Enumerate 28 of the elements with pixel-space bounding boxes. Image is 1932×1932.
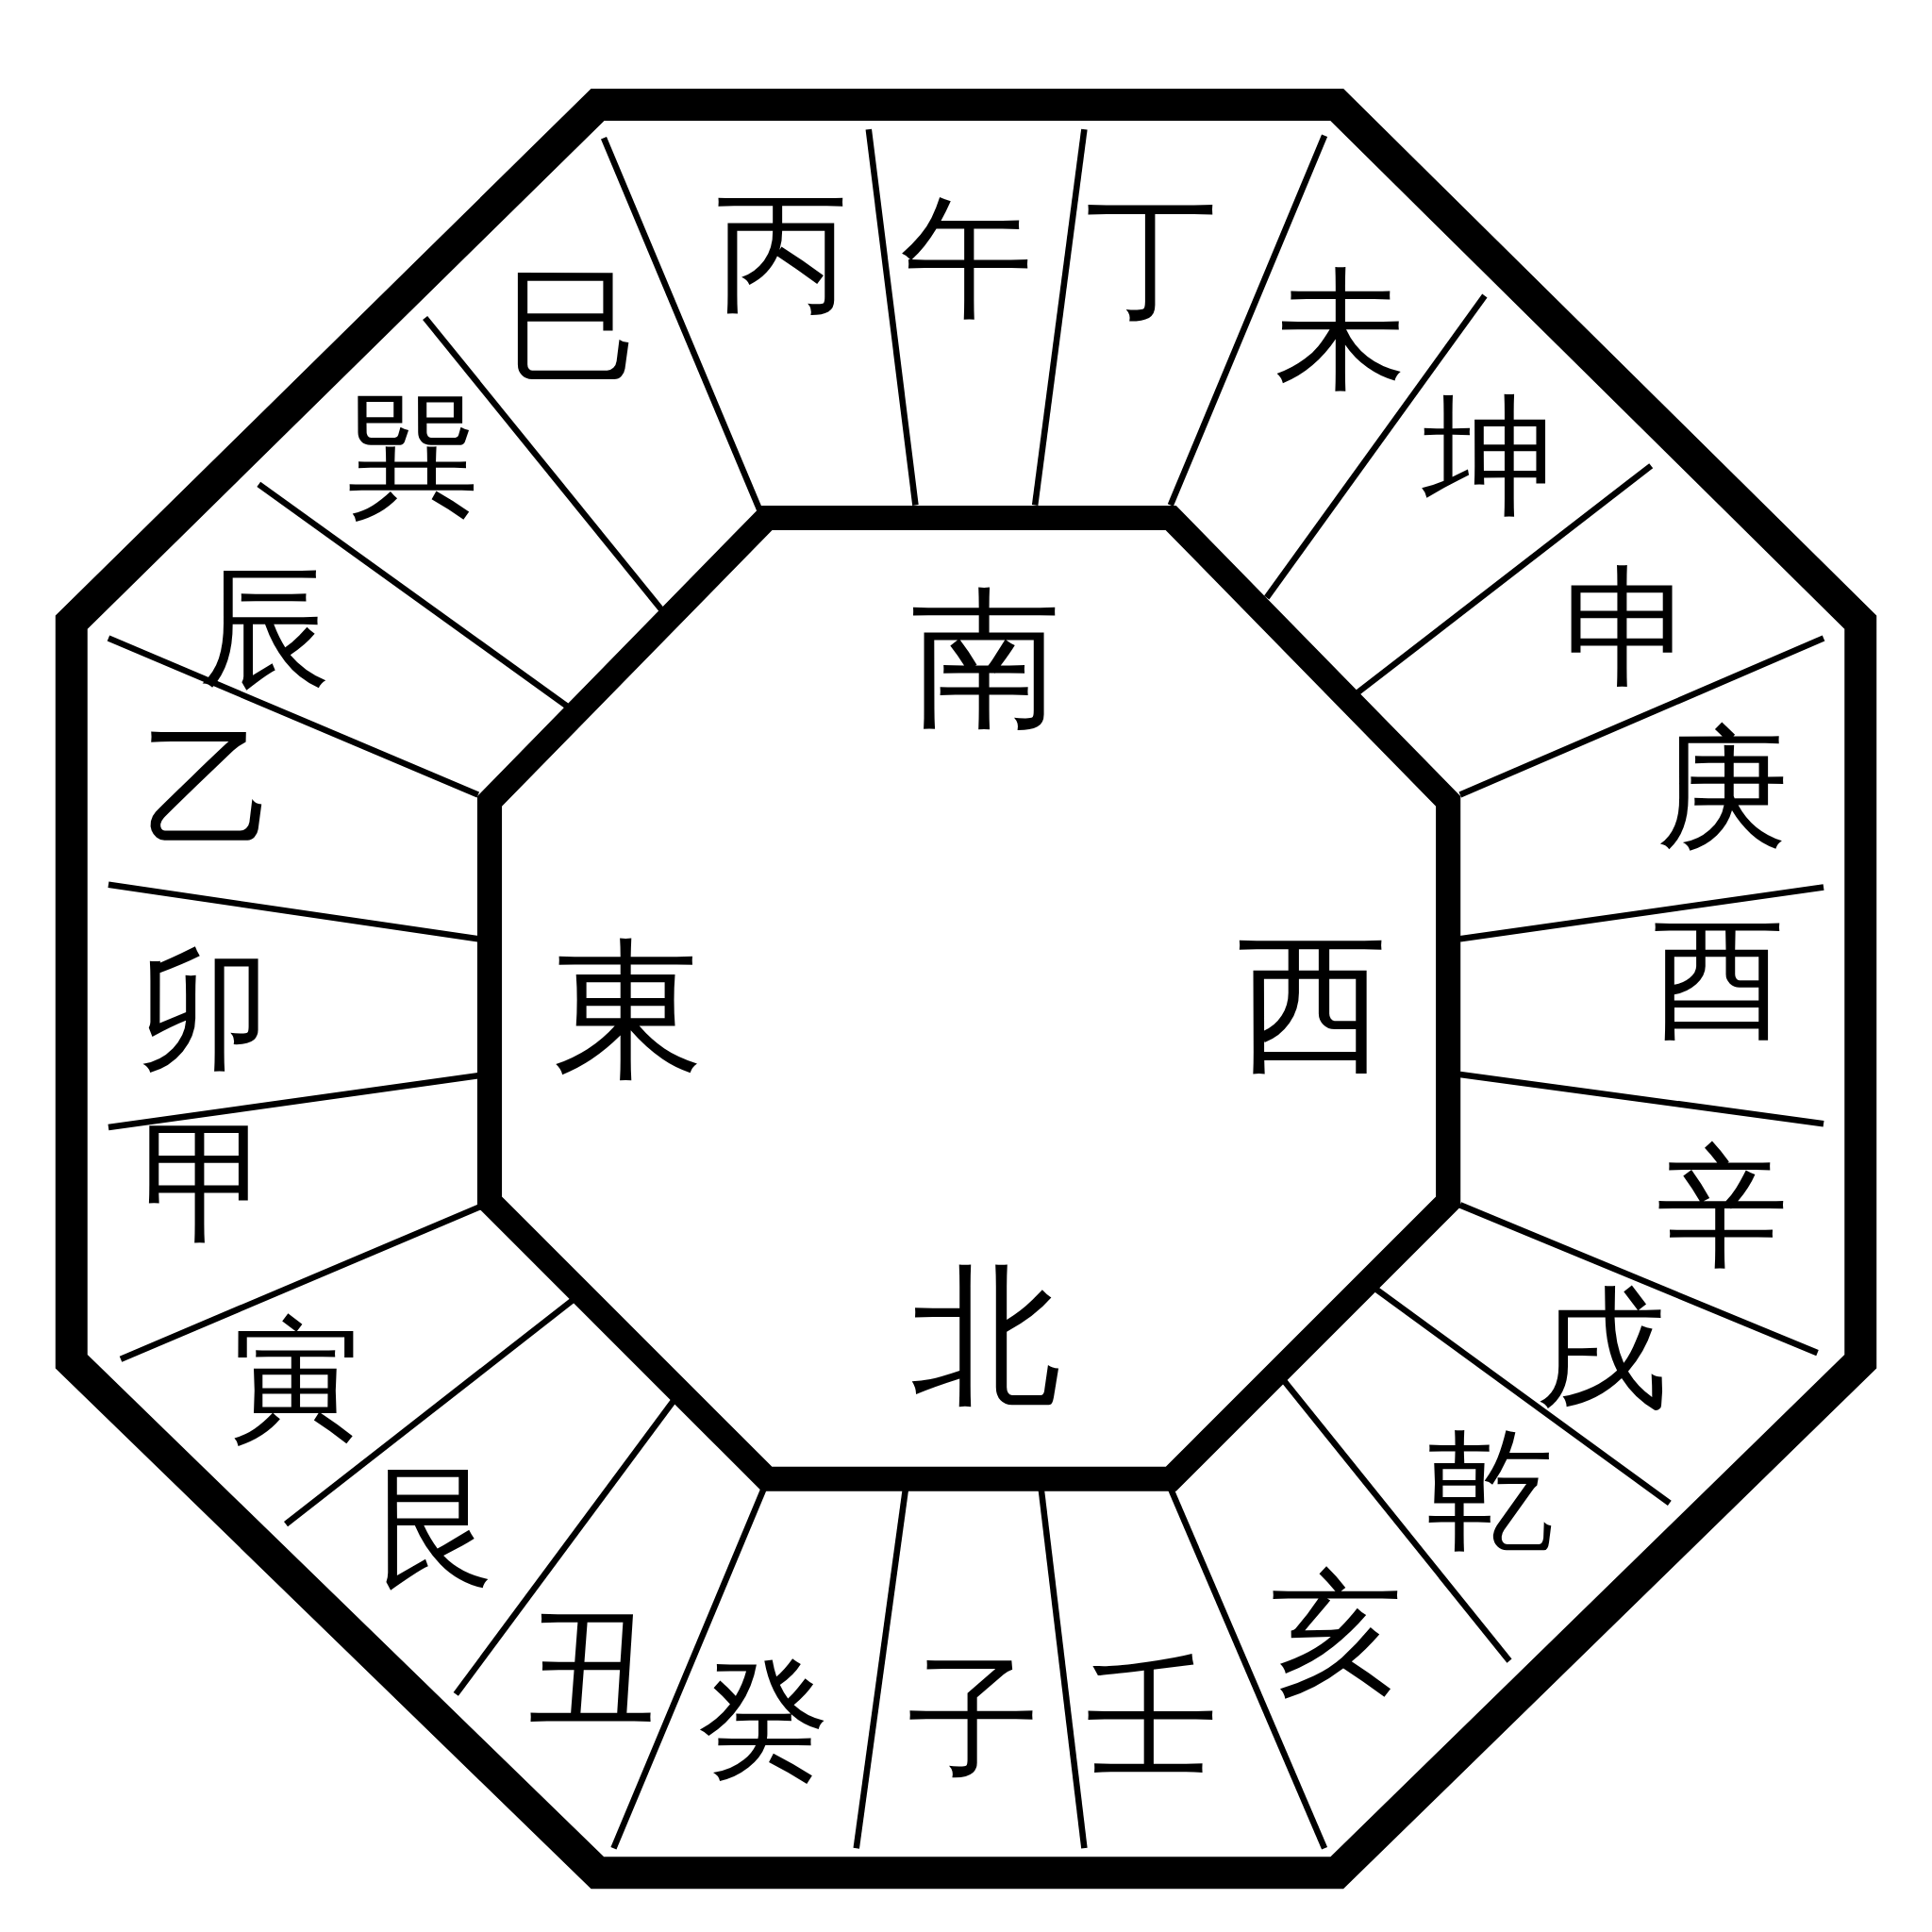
sector-character: 艮 [371, 1461, 504, 1594]
sector-character: 乙 [143, 722, 276, 855]
direction-character: 南 [909, 583, 1061, 735]
sector-character: 子 [907, 1653, 1040, 1786]
sector-character: 乾 [1424, 1424, 1557, 1557]
sector-character: 丁 [1086, 192, 1219, 325]
sector-character: 丙 [716, 186, 849, 319]
sector-character: 戌 [1535, 1283, 1668, 1416]
sector-character: 壬 [1086, 1653, 1219, 1786]
sector-character: 庚 [1656, 722, 1789, 855]
sector-character: 辛 [1656, 1141, 1789, 1274]
sector-character: 酉 [1653, 913, 1786, 1046]
sector-character: 亥 [1271, 1566, 1404, 1699]
sector-character: 午 [901, 192, 1034, 325]
sector-character: 巳 [507, 260, 640, 393]
sector-character: 巽 [346, 390, 479, 523]
sector-character: 坤 [1422, 390, 1555, 523]
sector-character: 丑 [525, 1603, 658, 1736]
sector-character: 寅 [229, 1313, 362, 1446]
sector-character: 甲 [141, 1116, 274, 1249]
direction-character: 東 [553, 935, 705, 1086]
direction-character: 西 [1237, 928, 1388, 1080]
sector-character: 辰 [198, 562, 331, 695]
sector-character: 未 [1274, 264, 1407, 397]
sector-character: 癸 [697, 1653, 830, 1786]
sector-character: 申 [1562, 562, 1695, 695]
direction-character: 北 [909, 1261, 1061, 1413]
sector-character: 卯 [137, 944, 270, 1076]
